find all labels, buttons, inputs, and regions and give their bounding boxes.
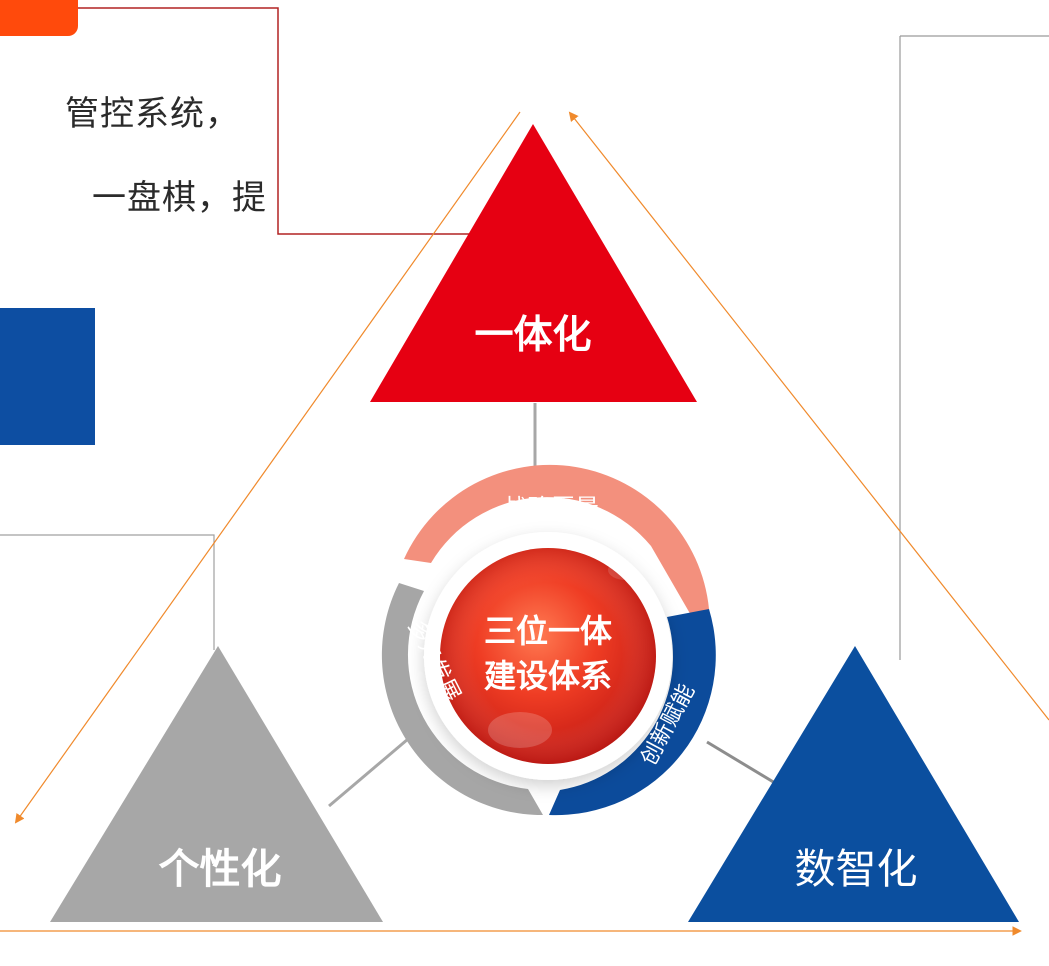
top-triangle-label: 一体化 xyxy=(474,313,591,358)
right-triangle-label: 数智化 xyxy=(795,845,918,893)
left-ring-segment xyxy=(381,583,543,816)
right-triangle xyxy=(688,646,1019,922)
left-arrow-line xyxy=(14,111,521,824)
top-callout-line xyxy=(78,7,470,235)
body-text-line-2: 一盘棋，提 xyxy=(92,178,267,218)
blue-panel xyxy=(0,308,95,445)
right-arrow-line xyxy=(568,111,1049,721)
top-triangle xyxy=(370,124,697,402)
left-connector xyxy=(328,726,422,808)
center-label-line-2: 建设体系 xyxy=(484,657,612,695)
ring-label-top: 战略愿景 xyxy=(503,494,599,522)
right-callout-line xyxy=(899,35,1049,660)
orange-tab xyxy=(0,0,78,36)
left-callout-line xyxy=(0,534,215,650)
center-highlight xyxy=(488,712,552,748)
left-triangle xyxy=(50,646,383,922)
right-connector xyxy=(706,740,781,788)
center-highlight-2 xyxy=(608,560,644,580)
center-core-shade xyxy=(440,548,656,764)
body-text-line-1: 管控系统， xyxy=(65,94,240,134)
center-label-line-1: 三位一体 xyxy=(484,612,612,650)
right-ring-segment xyxy=(549,609,716,816)
left-triangle-label: 个性化 xyxy=(159,845,282,893)
top-ring-segment xyxy=(404,464,709,617)
